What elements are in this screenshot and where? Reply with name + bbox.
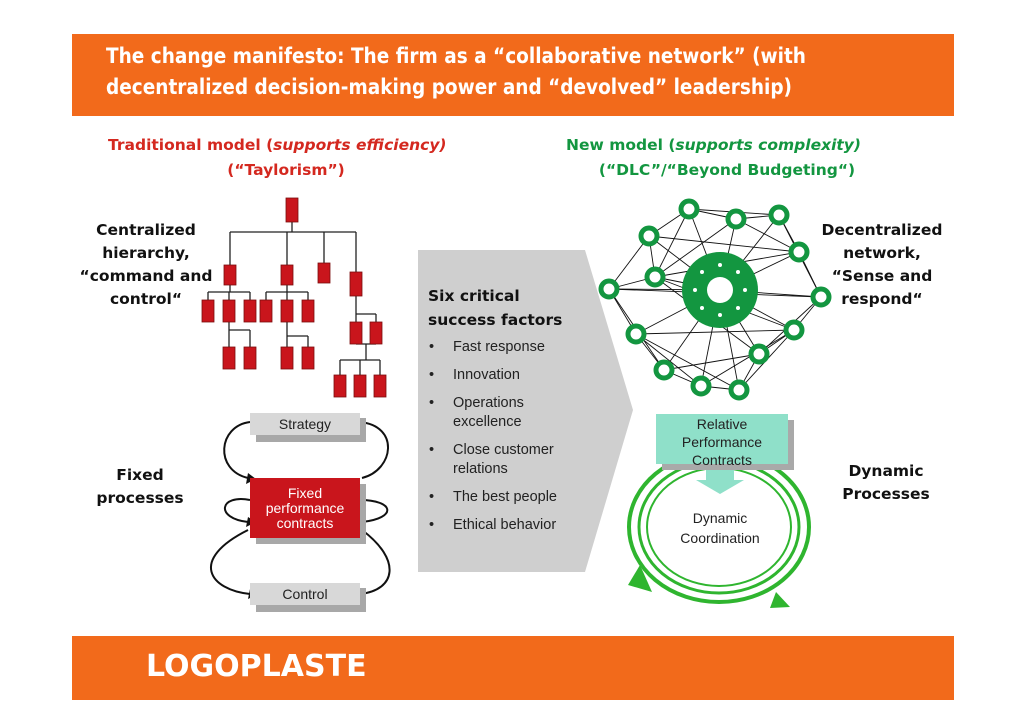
- network-nodes: [598, 198, 832, 401]
- success-factor-item: Operations excellence: [428, 394, 571, 432]
- slide-title: The change manifesto: The firm as a “col…: [106, 41, 828, 103]
- fixed-processes-label: Fixed processes: [96, 466, 184, 507]
- success-factor-item: The best people: [428, 488, 608, 507]
- success-factor-item: Fast response: [428, 338, 608, 357]
- logoplaste-logo-text: LOGOPLASTE: [146, 649, 367, 684]
- success-factor-item: Ethical behavior: [428, 516, 608, 535]
- control-box: Control: [250, 583, 360, 605]
- contracts-down-arrow: [696, 470, 744, 494]
- org-chart-boxes: [201, 197, 387, 398]
- title-line-2: decentralized decision-making power and …: [106, 75, 793, 100]
- centralized-hierarchy-label: Centralized hierarchy, “command and cont…: [79, 221, 213, 308]
- new-model-subheading: (“DLC”/“Beyond Budgeting“): [598, 161, 856, 179]
- success-factors-title: Six critical success factors: [428, 287, 563, 329]
- traditional-model-heading: Traditional model (supports efficiency): [108, 136, 447, 154]
- relative-performance-contracts-box: Relative Performance Contracts: [656, 414, 788, 468]
- traditional-model-subheading: (“Taylorism”): [227, 161, 345, 179]
- strategy-box: Strategy: [250, 413, 360, 435]
- success-factor-item: Innovation: [428, 366, 608, 385]
- success-factors-list: Fast response Innovation Operations exce…: [428, 338, 608, 535]
- title-line-1: The change manifesto: The firm as a “col…: [106, 44, 806, 69]
- fixed-process-arrows: [210, 421, 391, 595]
- footer-bar: [72, 636, 954, 700]
- new-model-heading: New model (supports complexity): [566, 136, 861, 154]
- title-banner: The change manifesto: The firm as a “col…: [72, 34, 954, 116]
- fixed-performance-contracts-box: Fixed performance contracts: [250, 478, 360, 538]
- decentralized-network-label: Decentralized network, “Sense and respon…: [821, 221, 943, 308]
- network-hub: [682, 252, 758, 328]
- success-factor-item: Close customer relations: [428, 441, 583, 479]
- dynamic-cycle-arrowheads: [628, 565, 790, 608]
- dynamic-processes-label: Dynamic Processes: [842, 462, 930, 503]
- dynamic-coordination-label: Dynamic Coordination: [680, 510, 760, 546]
